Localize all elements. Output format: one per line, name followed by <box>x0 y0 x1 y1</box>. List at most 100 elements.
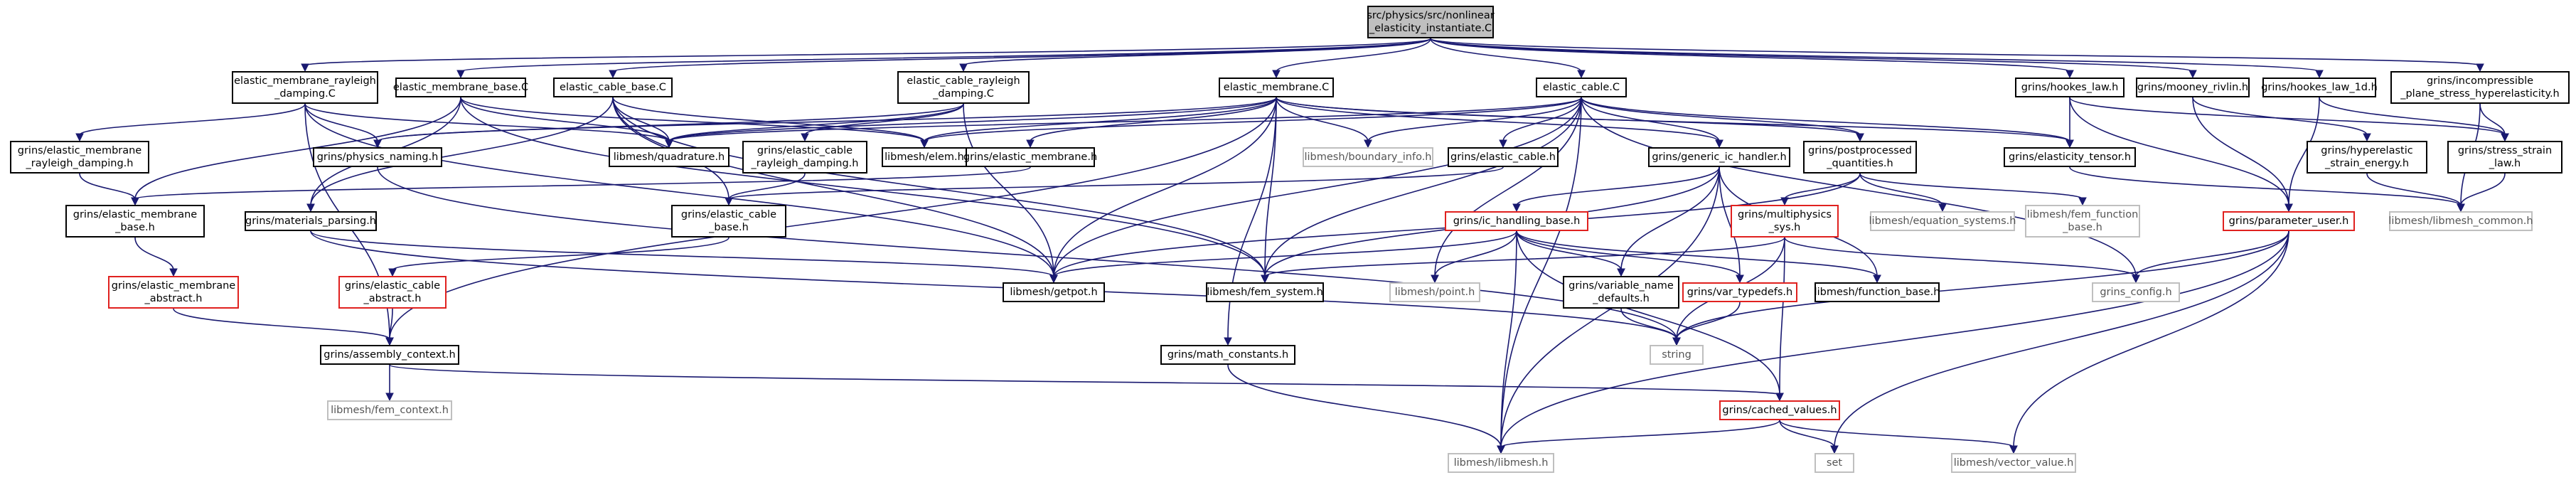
node-stress-strain-law-h[interactable]: grins/stress_strain _law.h <box>2447 141 2562 174</box>
arrowhead <box>2457 203 2465 213</box>
node-em-base-h[interactable]: grins/elastic_membrane _base.h <box>65 205 205 238</box>
arrowhead <box>1499 139 1507 149</box>
node-grins-em-h[interactable]: grins/elastic_membrane.h <box>963 147 1097 167</box>
edge-parameter-user-h-to-string <box>1676 230 2289 340</box>
edge-multiphysics-sys-h-to-grins-config-h <box>1784 237 2137 277</box>
node-em-abstract-h[interactable]: grins/elastic_membrane _abstract.h <box>108 276 239 309</box>
edge-root-to-ec-base-C <box>612 38 1431 73</box>
edge-em-base-C-to-fem-system-h <box>460 97 1266 277</box>
arrowhead <box>1224 337 1232 346</box>
edge-ec-rayleigh-damping-C-to-ec-rayleigh-damping-h <box>804 103 964 136</box>
node-mooney-rivlin-h[interactable]: grins/mooney_rivlin.h <box>2136 78 2250 97</box>
edge-em-C-to-elem-h <box>924 97 1277 142</box>
node-hookes-law-1d-h[interactable]: grins/hookes_law_1d.h <box>2261 78 2378 97</box>
arrowhead <box>1672 337 1681 346</box>
edge-physics-naming-h-to-string <box>377 166 1677 340</box>
node-materials-parsing-h[interactable]: grins/materials_parsing.h <box>245 211 377 231</box>
arrowhead <box>801 133 809 142</box>
edge-parameter-user-h-to-libmesh-h <box>1500 230 2289 448</box>
node-elem-h[interactable]: libmesh/elem.h <box>882 147 967 167</box>
node-elasticity-tensor-h[interactable]: grins/elasticity_tensor.h <box>2004 147 2136 167</box>
arrowhead <box>1272 70 1281 79</box>
node-getpot-h[interactable]: libmesh/getpot.h <box>1003 282 1105 302</box>
node-ec-rayleigh-damping-C[interactable]: elastic_cable_rayleigh _damping.C <box>897 71 1030 104</box>
edge-postprocessed-h-to-multiphysics-sys-h <box>1784 173 1861 200</box>
arrowhead <box>373 139 382 149</box>
node-quadrature-h[interactable]: libmesh/quadrature.h <box>609 147 729 167</box>
edge-em-C-to-boundary-info-h <box>1276 97 1369 142</box>
node-function-base-h[interactable]: libmesh/function_base.h <box>1815 282 1940 302</box>
edge-var-name-defaults-h-to-string <box>1620 308 1677 340</box>
edge-root-to-em-rayleigh-damping-C <box>304 38 1431 66</box>
node-vector-value-h: libmesh/vector_value.h <box>1951 453 2076 473</box>
arrowhead <box>1617 268 1625 277</box>
edge-em-C-to-fem-system-h <box>1264 97 1277 277</box>
node-var-typedefs-h[interactable]: grins/var_typedefs.h <box>1682 282 1797 302</box>
arrowhead <box>2065 70 2074 79</box>
edge-generic-ic-handler-h-to-ic-handling-base-h <box>1516 166 1720 206</box>
node-hookes-law-h[interactable]: grins/hookes_law.h <box>2015 78 2125 97</box>
arrowhead <box>1856 133 1864 142</box>
node-fem-system-h[interactable]: libmesh/fem_system.h <box>1206 282 1324 302</box>
node-ec-base-h[interactable]: grins/elastic_cable _base.h <box>671 205 786 238</box>
edge-ec-C-to-libmesh-h <box>1500 97 1582 448</box>
node-grins-ec-h[interactable]: grins/elastic_cable.h <box>1448 147 1559 167</box>
node-ec-abstract-h[interactable]: grins/elastic_cable _abstract.h <box>338 276 447 309</box>
arrowhead <box>2078 197 2087 206</box>
node-set: set <box>1815 453 1854 473</box>
arrowhead <box>1261 274 1269 284</box>
edge-root-to-em-C <box>1276 38 1431 73</box>
edge-em-C-to-quadrature-h <box>668 97 1277 142</box>
edge-ic-handling-base-h-to-function-base-h <box>1516 230 1878 277</box>
edge-math-constants-h-to-libmesh-h <box>1227 364 1502 448</box>
node-ic-handling-base-h[interactable]: grins/ic_handling_base.h <box>1445 211 1588 231</box>
node-math-constants-h[interactable]: grins/math_constants.h <box>1160 345 1295 365</box>
edge-grins-ec-h-to-ec-base-h <box>728 166 1504 200</box>
node-hyperelastic-strain-h[interactable]: grins/hyperelastic _strain_energy.h <box>2307 141 2427 174</box>
node-point-h: libmesh/point.h <box>1389 282 1480 302</box>
arrowhead <box>1830 445 1839 454</box>
edge-hookes-law-1d-h-to-stress-strain-law-h <box>2319 97 2506 136</box>
arrowhead <box>1715 139 1723 149</box>
arrowhead <box>75 133 84 142</box>
node-grins-config-h: grins_config.h <box>2092 282 2180 302</box>
edge-ic-handling-base-h-to-getpot-h <box>1053 230 1517 277</box>
node-physics-naming-h[interactable]: grins/physics_naming.h <box>313 147 442 167</box>
node-assembly-context-h[interactable]: grins/assembly_context.h <box>320 345 459 365</box>
node-multiphysics-sys-h[interactable]: grins/multiphysics _sys.h <box>1731 205 1839 238</box>
node-ec-rayleigh-damping-h[interactable]: grins/elastic_cable _rayleigh_damping.h <box>742 141 867 174</box>
edge-ic-handling-base-h-to-var-typedefs-h <box>1516 230 1741 277</box>
edge-materials-parsing-h-to-getpot-h <box>310 230 1054 277</box>
edge-em-rayleigh-damping-C-to-quadrature-h <box>304 103 670 142</box>
node-ec-base-C[interactable]: elastic_cable_base.C <box>553 78 673 97</box>
node-generic-ic-handler-h[interactable]: grins/generic_ic_handler.h <box>1648 147 1790 167</box>
edge-ic-handling-base-h-to-point-h <box>1434 230 1517 277</box>
edge-hyperelastic-strain-h-to-libmesh-common-h <box>2366 173 2462 206</box>
edge-root-to-mooney-rivlin-h <box>1430 38 2193 73</box>
node-incompressible-h[interactable]: grins/incompressible _plane_stress_hyper… <box>2390 71 2570 104</box>
node-root[interactable]: src/physics/src/nonlinear _elasticity_in… <box>1367 6 1495 38</box>
edge-stress-strain-law-h-to-libmesh-common-h <box>2460 173 2506 206</box>
node-em-rayleigh-damping-h[interactable]: grins/elastic_membrane _rayleigh_damping… <box>10 141 149 174</box>
arrowhead <box>1512 203 1521 213</box>
arrowhead <box>1938 203 1947 213</box>
node-postprocessed-h[interactable]: grins/postprocessed _quantities.h <box>1803 141 1917 174</box>
edge-ic-handling-base-h-to-var-name-defaults-h <box>1516 230 1622 271</box>
edge-postprocessed-h-to-fem-function-base-h <box>1859 173 2083 200</box>
node-em-C[interactable]: elastic_membrane.C <box>1219 78 1334 97</box>
edge-ec-C-to-elem-h <box>924 97 1582 142</box>
node-parameter-user-h[interactable]: grins/parameter_user.h <box>2223 211 2355 231</box>
node-em-rayleigh-damping-C[interactable]: elastic_membrane_rayleigh _damping.C <box>232 71 378 104</box>
edge-hookes-law-h-to-parameter-user-h <box>2069 97 2289 206</box>
node-cached-values-h[interactable]: grins/cached_values.h <box>1719 400 1840 420</box>
node-equation-systems-h: libmesh/equation_systems.h <box>1869 211 2016 231</box>
arrowhead <box>385 337 394 346</box>
node-var-name-defaults-h[interactable]: grins/variable_name _defaults.h <box>1563 276 1679 309</box>
arrowhead <box>1736 274 1744 284</box>
node-ec-C[interactable]: elastic_cable.C <box>1536 78 1627 97</box>
node-em-base-C[interactable]: elastic_membrane_base.C <box>393 78 528 97</box>
edge-ec-C-to-getpot-h <box>1053 97 1582 277</box>
node-libmesh-common-h: libmesh/libmesh_common.h <box>2388 211 2533 231</box>
arrowhead <box>388 268 397 277</box>
edge-em-C-to-assembly-context-h <box>389 97 1277 340</box>
